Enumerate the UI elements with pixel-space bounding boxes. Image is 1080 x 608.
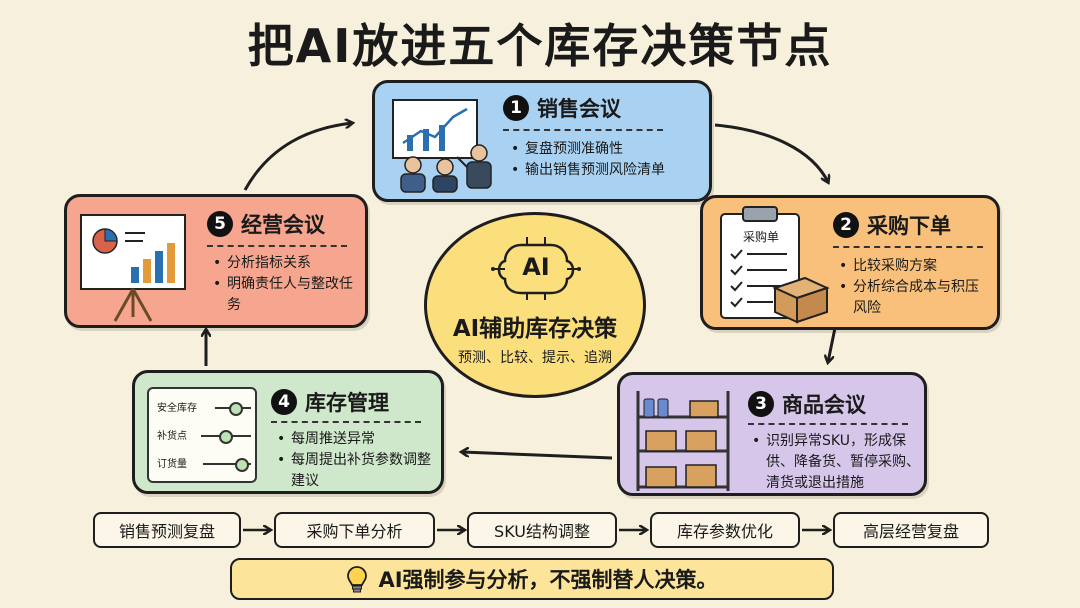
bullet-item: 每周提出补货参数调整建议 bbox=[277, 450, 439, 492]
node-product-meeting: 3 商品会议 识别异常SKU，形成保供、降备货、暂停采购、清货或退出措施 bbox=[617, 372, 927, 496]
meeting-presentation-icon bbox=[392, 99, 492, 193]
bullet-item: 分析综合成本与积压风险 bbox=[839, 277, 989, 319]
divider bbox=[503, 129, 663, 131]
bullet-item: 复盘预测准确性 bbox=[511, 139, 711, 160]
node-title: 采购下单 bbox=[867, 214, 951, 238]
slider-handle bbox=[219, 430, 233, 444]
node-inventory-management: 安全库存 补货点 订货量 4 库存管理 每周推送异常 每周提出补货参数调整建议 bbox=[132, 370, 444, 494]
purchase-order-clipboard-icon bbox=[720, 206, 830, 324]
purchase-order-label: 采购单 bbox=[742, 230, 779, 244]
slider-handle bbox=[229, 402, 243, 416]
node-title: 经营会议 bbox=[241, 213, 325, 237]
divider bbox=[748, 423, 908, 425]
slider-handle bbox=[235, 458, 249, 472]
arrow-5-to-1 bbox=[243, 123, 352, 191]
warehouse-shelf-icon bbox=[636, 391, 730, 491]
bullet-item: 识别异常SKU，形成保供、降备货、暂停采购、清货或退出措施 bbox=[752, 431, 924, 494]
slider-label: 订货量 bbox=[157, 459, 187, 470]
page-title: 把AI放进五个库存决策节点 bbox=[247, 19, 833, 73]
step-number: 2 bbox=[833, 212, 859, 238]
bullet-list: 比较采购方案 分析综合成本与积压风险 bbox=[839, 256, 989, 319]
arrow-2-to-3 bbox=[828, 327, 837, 362]
arrow-3-to-4 bbox=[462, 452, 613, 460]
node-title: 销售会议 bbox=[537, 97, 621, 121]
flow-step: 高层经营复盘 bbox=[833, 512, 989, 548]
center-hub: AI AI辅助库存决策 预测、比较、提示、追溯 bbox=[424, 212, 646, 398]
bullet-item: 分析指标关系 bbox=[213, 253, 361, 274]
node-purchase-order: 采购单 2 采购下单 比较采购方案 分析综合成本与积压风险 bbox=[700, 195, 1000, 330]
bullet-item: 比较采购方案 bbox=[839, 256, 989, 277]
ai-chip-icon bbox=[491, 237, 581, 300]
divider bbox=[271, 421, 421, 423]
divider bbox=[207, 245, 347, 247]
node-sales-meeting: 1 销售会议 复盘预测准确性 输出销售预测风险清单 bbox=[372, 80, 712, 202]
bullet-item: 明确责任人与整改任务 bbox=[213, 274, 361, 316]
slider-label: 补货点 bbox=[157, 431, 187, 442]
note-text: AI强制参与分析，不强制替人决策。 bbox=[378, 568, 718, 592]
node-title: 商品会议 bbox=[782, 393, 866, 417]
parameter-panel: 安全库存 补货点 订货量 bbox=[147, 387, 257, 483]
step-number: 5 bbox=[207, 211, 233, 237]
flow-step: SKU结构调整 bbox=[467, 512, 617, 548]
flow-step: 库存参数优化 bbox=[650, 512, 800, 548]
divider bbox=[833, 246, 983, 248]
step-number: 4 bbox=[271, 389, 297, 415]
flow-step: 采购下单分析 bbox=[274, 512, 435, 548]
key-principle-note: AI强制参与分析，不强制替人决策。 bbox=[230, 558, 834, 600]
node-title: 库存管理 bbox=[305, 391, 389, 415]
bullet-list: 分析指标关系 明确责任人与整改任务 bbox=[213, 253, 361, 316]
lightbulb-icon bbox=[347, 566, 368, 593]
slider-track bbox=[203, 463, 251, 465]
step-number: 1 bbox=[503, 95, 529, 121]
center-title: AI辅助库存决策 bbox=[452, 316, 618, 342]
center-subtitle: 预测、比较、提示、追溯 bbox=[458, 350, 612, 366]
arrow-1-to-2 bbox=[714, 123, 828, 182]
slider-label: 安全库存 bbox=[157, 403, 197, 414]
node-business-meeting: 5 经营会议 分析指标关系 明确责任人与整改任务 bbox=[64, 194, 368, 328]
bullet-item: 每周推送异常 bbox=[277, 429, 439, 450]
bullet-item: 输出销售预测风险清单 bbox=[511, 160, 711, 181]
bullet-list: 识别异常SKU，形成保供、降备货、暂停采购、清货或退出措施 bbox=[752, 431, 924, 494]
step-number: 3 bbox=[748, 391, 774, 417]
bullet-list: 每周推送异常 每周提出补货参数调整建议 bbox=[277, 429, 439, 492]
ai-chip-label: AI bbox=[522, 253, 550, 281]
presentation-chart-icon bbox=[80, 214, 186, 322]
flow-step: 销售预测复盘 bbox=[93, 512, 241, 548]
bullet-list: 复盘预测准确性 输出销售预测风险清单 bbox=[511, 139, 711, 181]
